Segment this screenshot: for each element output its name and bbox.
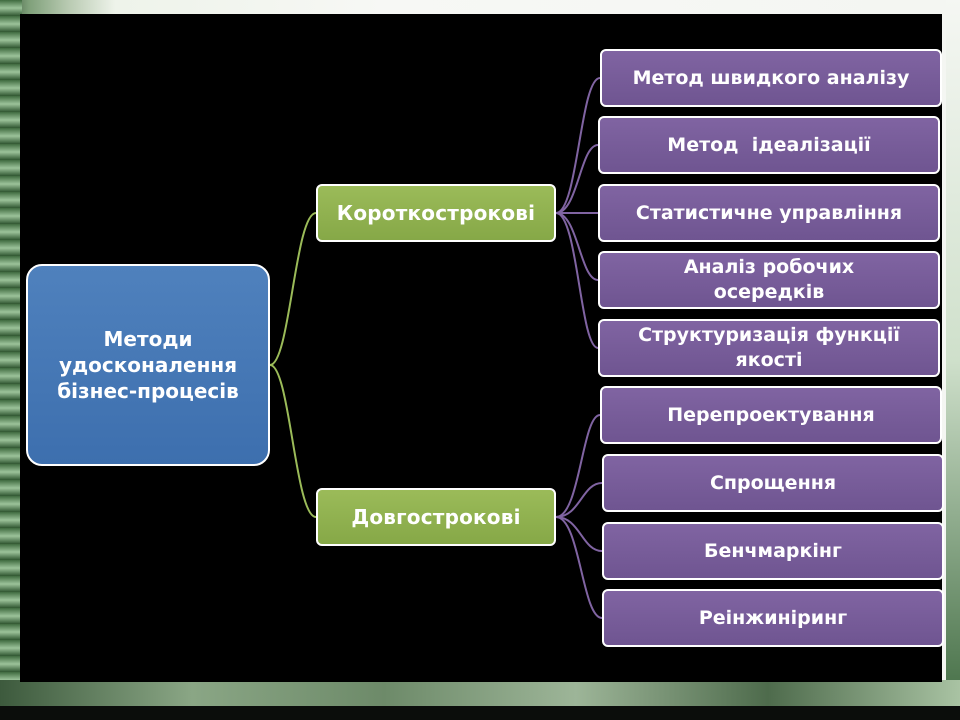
item-benchmarking: Бенчмаркінг xyxy=(602,522,944,580)
item-quick-analysis: Метод швидкого аналізу xyxy=(600,49,942,107)
item-label: Бенчмаркінг xyxy=(704,539,842,562)
item-label: Метод швидкого аналізу xyxy=(632,66,910,89)
item-work-cell-analysis: Аналіз робочих осередків xyxy=(598,251,940,309)
item-quality-function-deployment: Структуризація функції якості xyxy=(598,319,940,377)
group-short-term: Короткострокові xyxy=(316,184,556,242)
item-reengineering: Реінжиніринг xyxy=(602,589,944,647)
backdrop-left-strip xyxy=(0,0,22,720)
item-label: Реінжиніринг xyxy=(698,606,848,629)
root-node-label: Методи удосконалення бізнес-процесів xyxy=(57,327,239,403)
backdrop-right-strip xyxy=(946,0,960,720)
item-label: Структуризація функції якості xyxy=(638,324,900,371)
item-label: Аналіз робочих осередків xyxy=(683,256,855,303)
item-label: Перепроектування xyxy=(667,403,875,426)
item-statistical-control: Статистичне управління xyxy=(598,184,940,242)
group-long-term: Довгострокові xyxy=(316,488,556,546)
group-short-term-label: Короткострокові xyxy=(336,201,536,225)
item-label: Спрощення xyxy=(709,471,837,494)
backdrop-bottom-strip xyxy=(0,680,960,720)
item-simplification: Спрощення xyxy=(602,454,944,512)
root-node: Методи удосконалення бізнес-процесів xyxy=(26,264,270,466)
item-redesign: Перепроектування xyxy=(600,386,942,444)
item-label: Метод ідеалізації xyxy=(667,133,871,156)
item-idealization: Метод ідеалізації xyxy=(598,116,940,174)
group-long-term-label: Довгострокові xyxy=(351,505,521,529)
item-label: Статистичне управління xyxy=(635,201,903,224)
